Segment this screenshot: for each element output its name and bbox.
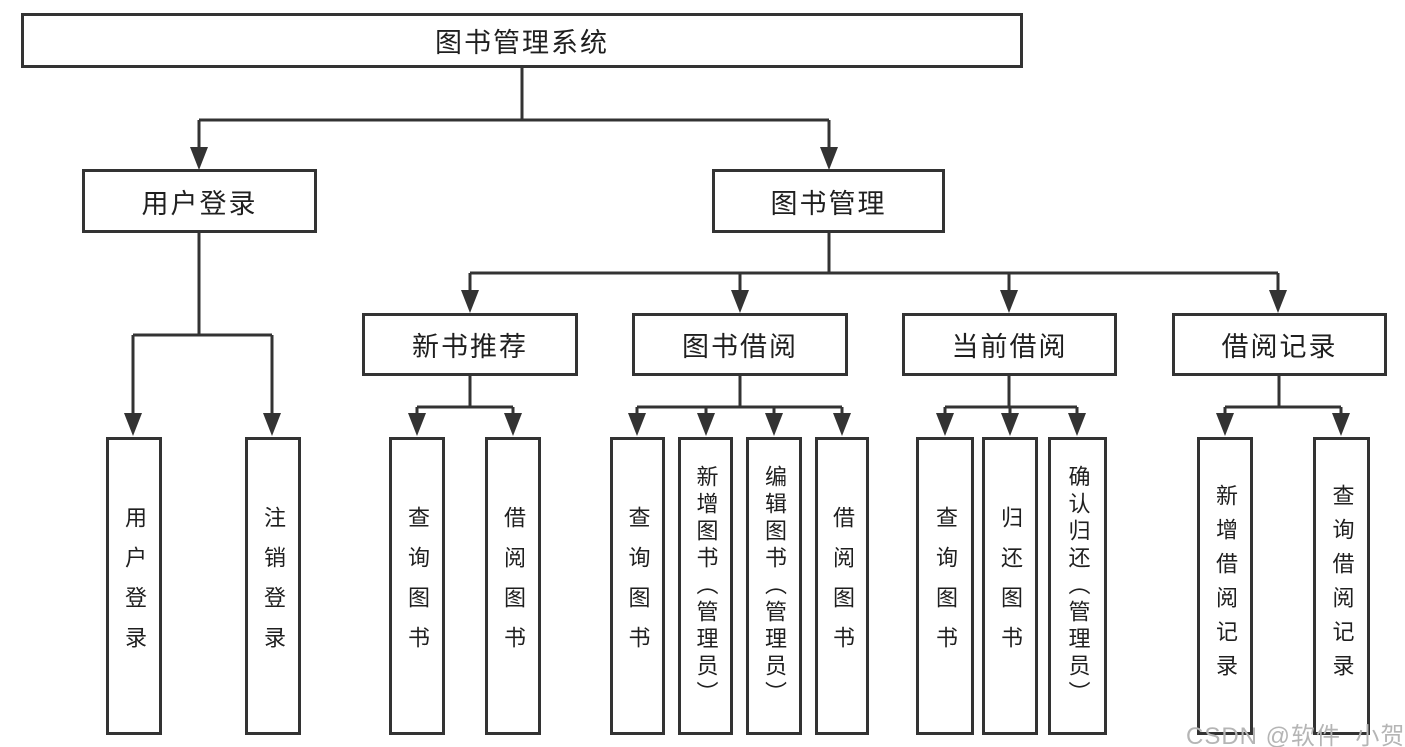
leaf-query-borrow-record: 查询借阅记录 xyxy=(1313,437,1370,735)
node-book-borrowing: 图书借阅 xyxy=(632,313,848,376)
node-user-login: 用户登录 xyxy=(82,169,317,233)
csdn-watermark: CSDN @软件_小贺同学 xyxy=(1186,723,1405,747)
leaf-logout: 注销登录 xyxy=(245,437,301,735)
leaf-add-borrow-record: 新增借阅记录 xyxy=(1197,437,1253,735)
node-new-book-recommend: 新书推荐 xyxy=(362,313,578,376)
leaf-add-books-admin: 新增图书（管理员） xyxy=(678,437,733,735)
leaf-edit-books-admin: 编辑图书（管理员） xyxy=(746,437,802,735)
leaf-query-books-borrowing: 查询图书 xyxy=(610,437,665,735)
node-current-borrowing: 当前借阅 xyxy=(902,313,1117,376)
leaf-query-books-recommend: 查询图书 xyxy=(389,437,445,735)
leaf-borrow-books-recommend: 借阅图书 xyxy=(485,437,541,735)
node-root: 图书管理系统 xyxy=(21,13,1023,68)
node-book-management: 图书管理 xyxy=(712,169,945,233)
leaf-confirm-return-admin: 确认归还（管理员） xyxy=(1048,437,1107,735)
leaf-query-books-current: 查询图书 xyxy=(916,437,974,735)
node-borrowing-records: 借阅记录 xyxy=(1172,313,1387,376)
leaf-return-books: 归还图书 xyxy=(982,437,1038,735)
leaf-user-login: 用户登录 xyxy=(106,437,162,735)
leaf-borrow-books: 借阅图书 xyxy=(815,437,869,735)
